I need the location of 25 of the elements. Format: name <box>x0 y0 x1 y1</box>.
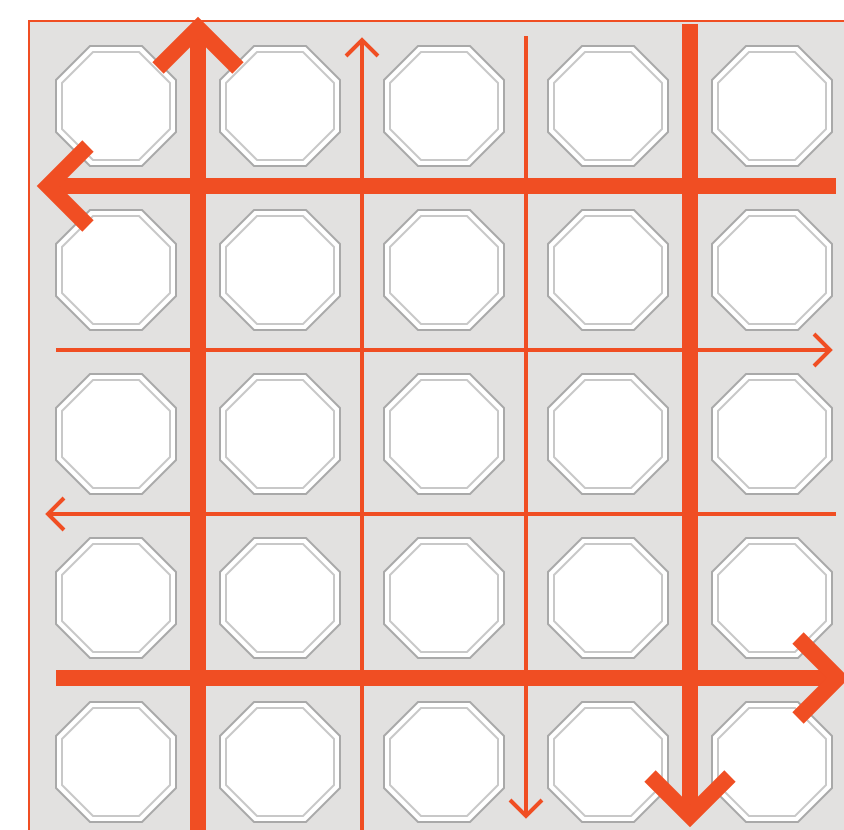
octagon-tile <box>218 700 342 824</box>
octagon-tile <box>710 536 834 660</box>
octagon-tile <box>382 208 506 332</box>
octagon-tile <box>546 700 670 824</box>
octagon-tile <box>382 44 506 168</box>
octagon-tile <box>546 44 670 168</box>
octagon-tile <box>218 372 342 496</box>
octagon-tile <box>710 700 834 824</box>
octagon-tile <box>218 208 342 332</box>
octagon-tile <box>54 208 178 332</box>
octagon-tile <box>382 536 506 660</box>
octagon-tile <box>54 536 178 660</box>
octagon-tile <box>710 372 834 496</box>
octagon-tile <box>54 44 178 168</box>
octagon-tile <box>710 208 834 332</box>
octagon-tile <box>382 372 506 496</box>
octagon-tile <box>54 372 178 496</box>
octagon-tile <box>546 208 670 332</box>
octagon-tile <box>546 372 670 496</box>
octagon-tile <box>54 700 178 824</box>
octagon-tile <box>546 536 670 660</box>
octagon-tile <box>218 44 342 168</box>
octagon-tile <box>218 536 342 660</box>
octagon-tile <box>710 44 834 168</box>
octagon-tile <box>382 700 506 824</box>
